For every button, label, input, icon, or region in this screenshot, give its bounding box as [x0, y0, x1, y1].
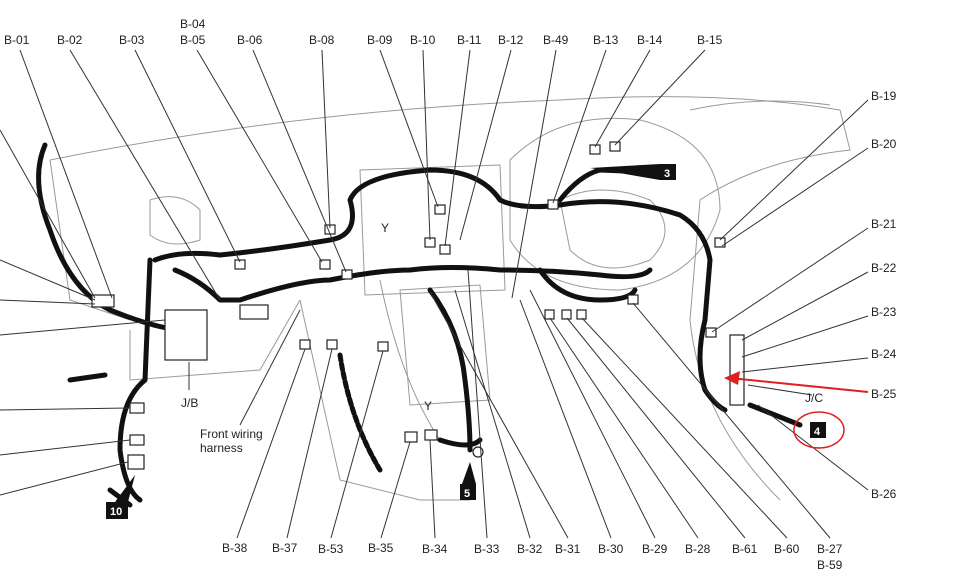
front-harness-label: Front wiring: [200, 427, 263, 441]
y-label: Y: [381, 221, 389, 235]
label-b10: B-10: [410, 33, 436, 47]
label-b60: B-60: [774, 542, 800, 556]
callout-10: 10: [106, 475, 135, 519]
label-b13: B-13: [593, 33, 619, 47]
label-b12: B-12: [498, 33, 524, 47]
label-b27: B-27: [817, 542, 843, 556]
label-b01: B-01: [4, 33, 30, 47]
label-b38: B-38: [222, 541, 248, 555]
label-b20: B-20: [871, 137, 897, 151]
label-b11: B-11: [457, 33, 482, 47]
label-b49: B-49: [543, 33, 569, 47]
top-labels: B-01 B-02 B-03 B-04 B-05 B-06 B-08 B-09 …: [4, 17, 723, 47]
label-b35: B-35: [368, 541, 394, 555]
svg-text:10: 10: [110, 506, 122, 518]
jb-label: J/B: [181, 396, 198, 410]
label-b32: B-32: [517, 542, 543, 556]
label-b34: B-34: [422, 542, 448, 556]
label-b29: B-29: [642, 542, 668, 556]
annotations: J/B J/C Front wiring harness Y Y: [181, 221, 823, 455]
label-b14: B-14: [637, 33, 663, 47]
connectors: [91, 141, 745, 470]
label-b53: B-53: [318, 542, 344, 556]
svg-text:3: 3: [664, 168, 670, 180]
label-b04: B-04: [180, 17, 206, 31]
wiring-harness: [36, 142, 803, 508]
label-b25: B-25: [871, 387, 897, 401]
label-b33: B-33: [474, 542, 500, 556]
label-b06: B-06: [237, 33, 263, 47]
label-b37: B-37: [272, 541, 298, 555]
label-b09: B-09: [367, 33, 393, 47]
y-label: Y: [424, 399, 432, 413]
label-b59: B-59: [817, 558, 843, 572]
label-b15: B-15: [697, 33, 723, 47]
highlight-arrow: [729, 377, 869, 393]
label-b19: B-19: [871, 89, 897, 103]
label-b28: B-28: [685, 542, 711, 556]
label-b02: B-02: [57, 33, 83, 47]
callout-3: 3: [590, 164, 676, 180]
label-b03: B-03: [119, 33, 145, 47]
label-b61: B-61: [732, 542, 758, 556]
callout-4: 4: [793, 411, 845, 449]
front-harness-label-2: harness: [200, 441, 243, 455]
dashboard-outline: [49, 96, 851, 501]
leader-lines: [0, 49, 869, 539]
callout-5: 5: [460, 462, 476, 500]
jc-label: J/C: [805, 391, 823, 405]
label-b05: B-05: [180, 33, 206, 47]
highlight-circle: [793, 411, 845, 449]
svg-text:5: 5: [464, 488, 470, 500]
label-b23: B-23: [871, 305, 897, 319]
label-b30: B-30: [598, 542, 624, 556]
label-b31: B-31: [555, 542, 581, 556]
label-b24: B-24: [871, 347, 897, 361]
right-labels: B-19 B-20 B-21 B-22 B-23 B-24 B-25 B-26: [871, 89, 897, 501]
label-b26: B-26: [871, 487, 897, 501]
label-b21: B-21: [871, 217, 897, 231]
label-b22: B-22: [871, 261, 897, 275]
bottom-labels: B-38 B-37 B-53 B-35 B-34 B-33 B-32 B-31 …: [222, 541, 843, 572]
svg-text:4: 4: [814, 426, 821, 438]
label-b08: B-08: [309, 33, 335, 47]
